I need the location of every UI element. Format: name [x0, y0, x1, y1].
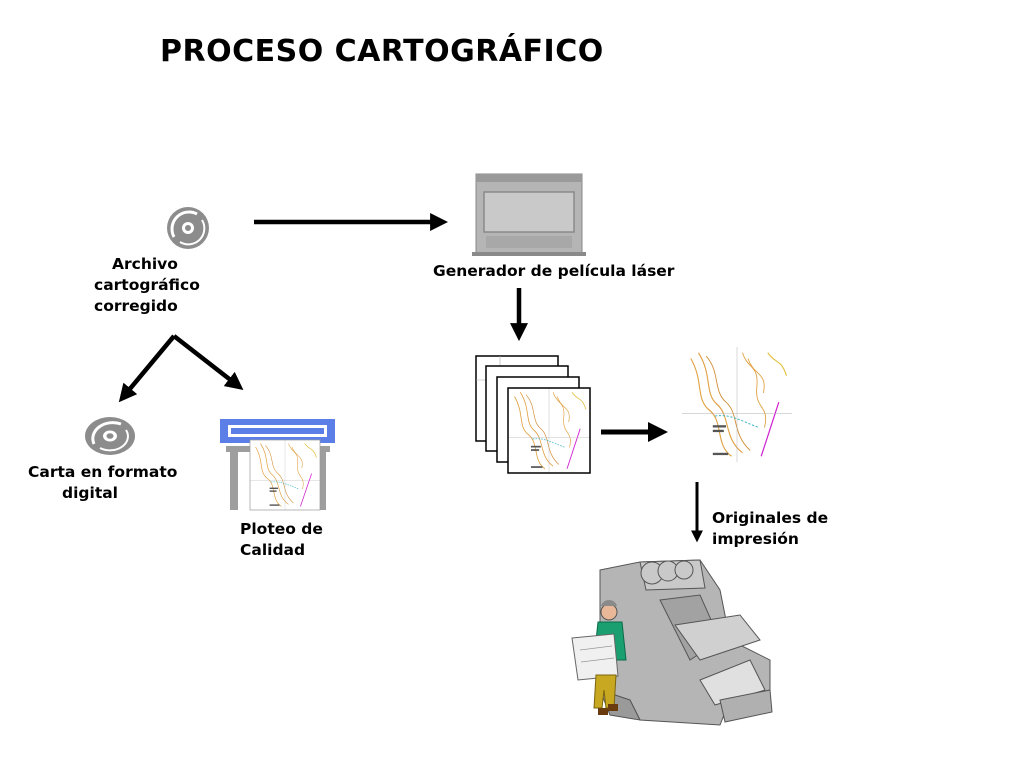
arrow-archivo-to-ploteo: [172, 334, 244, 390]
ploteo-label: Ploteo de Calidad: [240, 519, 323, 561]
page-title: PROCESO CARTOGRÁFICO: [160, 34, 604, 69]
disc-icon: [167, 207, 209, 249]
map-sheet-icon: [681, 346, 793, 463]
carta-label: Carta en formato digital: [28, 462, 177, 504]
archivo-label: Archivo: [112, 254, 178, 275]
printing-press-icon: [599, 559, 773, 726]
plotter-icon: [220, 419, 335, 511]
archivo-label-rest: cartográfico corregido: [94, 275, 200, 317]
archivo-label-line-2: cartográfico: [94, 276, 200, 294]
ploteo-label-line-2: Calidad: [240, 541, 306, 559]
archivo-label-line-1: Archivo: [112, 255, 178, 273]
ploteo-label-line-1: Ploteo de: [240, 520, 323, 538]
film-stack-icon: [475, 355, 591, 474]
generador-label: Generador de película láser: [433, 261, 674, 282]
carta-label-line-1: Carta en formato: [28, 463, 178, 481]
carta-label-line-2: digital: [62, 484, 118, 502]
operator-figure-icon: [571, 600, 627, 715]
disc-icon: [85, 417, 135, 455]
originales-label-line-2: impresión: [712, 530, 799, 548]
generador-label-line-1: Generador de película láser: [433, 262, 675, 280]
archivo-label-line-3: corregido: [94, 297, 178, 315]
arrow-archivo-to-carta: [118, 334, 176, 403]
film-generator-icon: [472, 173, 586, 256]
originales-label: Originales de impresión: [712, 508, 828, 550]
originales-label-line-1: Originales de: [712, 509, 829, 527]
